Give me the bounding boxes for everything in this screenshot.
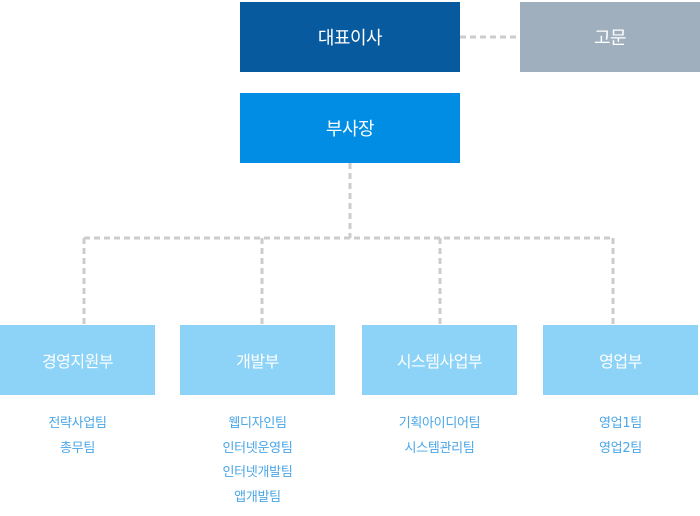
- team-label: 영업2팀: [599, 440, 642, 456]
- team-label: 영업1팀: [599, 416, 642, 431]
- team-label: 앱개발팀: [234, 489, 281, 505]
- dept-box-development: 개발부: [180, 325, 335, 395]
- dept-box-sales: 영업부: [543, 325, 698, 395]
- dept-box-management: 경영지원부: [0, 325, 155, 395]
- team-list-system: 기획아이디어팀 시스템관리팀: [362, 412, 517, 461]
- team-label: 전략사업팀: [48, 416, 107, 431]
- dept-label: 영업부: [599, 352, 642, 371]
- team-label: 웹디자인팀: [228, 416, 287, 431]
- team-label: 인터넷운영팀: [222, 440, 293, 456]
- team-list-management: 전략사업팀 총무팀: [0, 412, 155, 461]
- team-label: 시스템관리팀: [404, 440, 475, 456]
- vp-label: 부사장: [325, 119, 375, 140]
- team-label: 기획아이디어팀: [398, 416, 481, 431]
- advisor-label: 고문: [593, 28, 627, 49]
- team-list-sales: 영업1팀 영업2팀: [543, 412, 698, 461]
- team-label: 총무팀: [60, 440, 95, 456]
- team-list-development: 웹디자인팀 인터넷운영팀 인터넷개발팀 앱개발팀: [180, 412, 335, 510]
- team-label: 인터넷개발팀: [222, 465, 293, 480]
- advisor-box: 고문: [520, 2, 700, 72]
- ceo-box: 대표이사: [240, 2, 460, 72]
- ceo-label: 대표이사: [317, 28, 383, 49]
- dept-label: 시스템사업부: [396, 352, 483, 371]
- dept-box-system: 시스템사업부: [362, 325, 517, 395]
- vp-box: 부사장: [240, 93, 460, 163]
- dept-label: 개발부: [236, 352, 279, 371]
- dept-label: 경영지원부: [41, 352, 114, 371]
